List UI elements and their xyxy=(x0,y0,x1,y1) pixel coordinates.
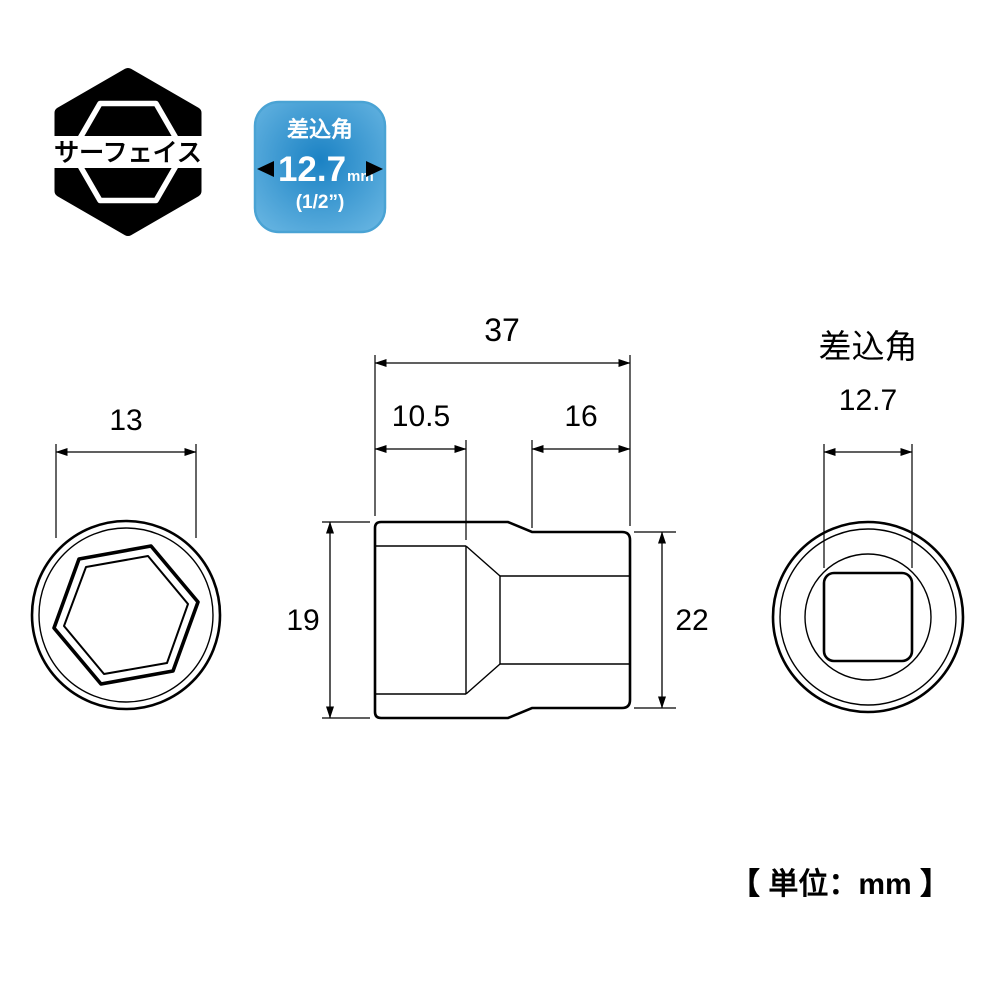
side-taper-top-line xyxy=(465,545,501,577)
side-taper-bottom-line xyxy=(465,663,501,695)
unit-note: 【 単位：mm 】 xyxy=(730,867,950,901)
rear-drive-label: 差込角 xyxy=(819,328,918,365)
dim-hole-depth: 10.5 xyxy=(374,400,467,540)
front-height-value: 19 xyxy=(286,604,319,637)
logo-text-band xyxy=(52,136,204,168)
front-hex-outer xyxy=(52,544,200,686)
badge-title: 差込角 xyxy=(287,117,353,142)
hole-depth-value: 10.5 xyxy=(392,400,450,433)
front-view: 13 xyxy=(30,404,222,711)
dim-total-length: 37 xyxy=(374,312,631,526)
front-hex-inner xyxy=(63,555,189,675)
badge-fraction: (1/2”) xyxy=(296,192,345,213)
badge-value: 12.7 xyxy=(278,150,346,189)
front-width-dimension: 13 xyxy=(55,404,197,538)
rear-bore-circle xyxy=(804,553,932,681)
side-outline xyxy=(373,520,632,720)
total-length-value: 37 xyxy=(484,312,520,348)
rear-height-value: 22 xyxy=(675,604,708,637)
badge-left-arrow-icon xyxy=(257,161,274,177)
rear-drive-value: 12.7 xyxy=(839,384,897,417)
dim-front-height: 19 xyxy=(286,521,370,719)
badge-right-arrow-icon xyxy=(366,161,383,177)
dim-rear-height: 22 xyxy=(634,531,709,709)
logo-text: サーフェイス xyxy=(54,139,202,167)
rear-rim-circle xyxy=(779,528,957,706)
front-rim-circle xyxy=(38,527,214,703)
drive-size-badge: 差込角 12.7 mm (1/2”) xyxy=(253,100,387,234)
dim-drive-length: 16 xyxy=(531,400,631,528)
side-view: 37 10.5 16 19 22 xyxy=(286,312,709,720)
dim-drive-size: 差込角 12.7 xyxy=(819,328,918,568)
brand-logo: サーフェイス xyxy=(52,68,204,236)
front-width-value: 13 xyxy=(109,404,142,437)
rear-view: 差込角 12.7 xyxy=(771,328,965,714)
rear-square-hole xyxy=(822,571,914,663)
drive-length-value: 16 xyxy=(564,400,597,433)
badge-background xyxy=(253,100,387,234)
